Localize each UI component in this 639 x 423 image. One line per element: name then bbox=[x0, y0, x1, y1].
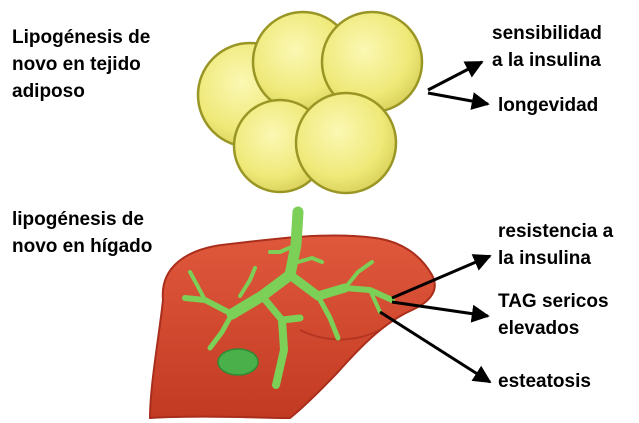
arrows bbox=[380, 62, 490, 382]
insulin-sensitivity-line1: sensibilidad bbox=[492, 20, 602, 47]
arrow-to-longevity bbox=[428, 93, 488, 104]
steatosis-text: esteatosis bbox=[498, 368, 591, 395]
tag-elevated-line2: elevados bbox=[498, 315, 609, 342]
adipose-heading: Lipogénesis de novo en tejido adiposo bbox=[12, 24, 150, 105]
fat-cell bbox=[296, 93, 396, 193]
adipose-heading-line1: Lipogénesis de bbox=[12, 24, 150, 51]
liver-heading-line1: lipogénesis de bbox=[12, 206, 152, 233]
insulin-resistance-line1: resistencia a bbox=[498, 218, 613, 245]
insulin-sensitivity-label: sensibilidad a la insulina bbox=[492, 20, 602, 74]
tag-elevated-line1: TAG sericos bbox=[498, 288, 609, 315]
insulin-sensitivity-line2: a la insulina bbox=[492, 47, 602, 74]
steatosis-label: esteatosis bbox=[498, 368, 591, 395]
liver-heading-line2: novo en hígado bbox=[12, 233, 152, 260]
longevity-label: longevidad bbox=[498, 92, 598, 119]
insulin-resistance-label: resistencia a la insulina bbox=[498, 218, 613, 272]
tag-elevated-label: TAG sericos elevados bbox=[498, 288, 609, 342]
gallbladder bbox=[218, 349, 258, 375]
arrow-to-insulin-sensitivity bbox=[428, 62, 482, 90]
adipose-heading-line3: adiposo bbox=[12, 78, 150, 105]
adipose-heading-line2: novo en tejido bbox=[12, 51, 150, 78]
fat-cell-cluster-icon bbox=[198, 12, 422, 193]
liver-heading: lipogénesis de novo en hígado bbox=[12, 206, 152, 260]
insulin-resistance-line2: la insulina bbox=[498, 245, 613, 272]
longevity-text: longevidad bbox=[498, 92, 598, 119]
arrow-to-steatosis bbox=[380, 312, 490, 382]
liver-icon bbox=[150, 212, 435, 418]
